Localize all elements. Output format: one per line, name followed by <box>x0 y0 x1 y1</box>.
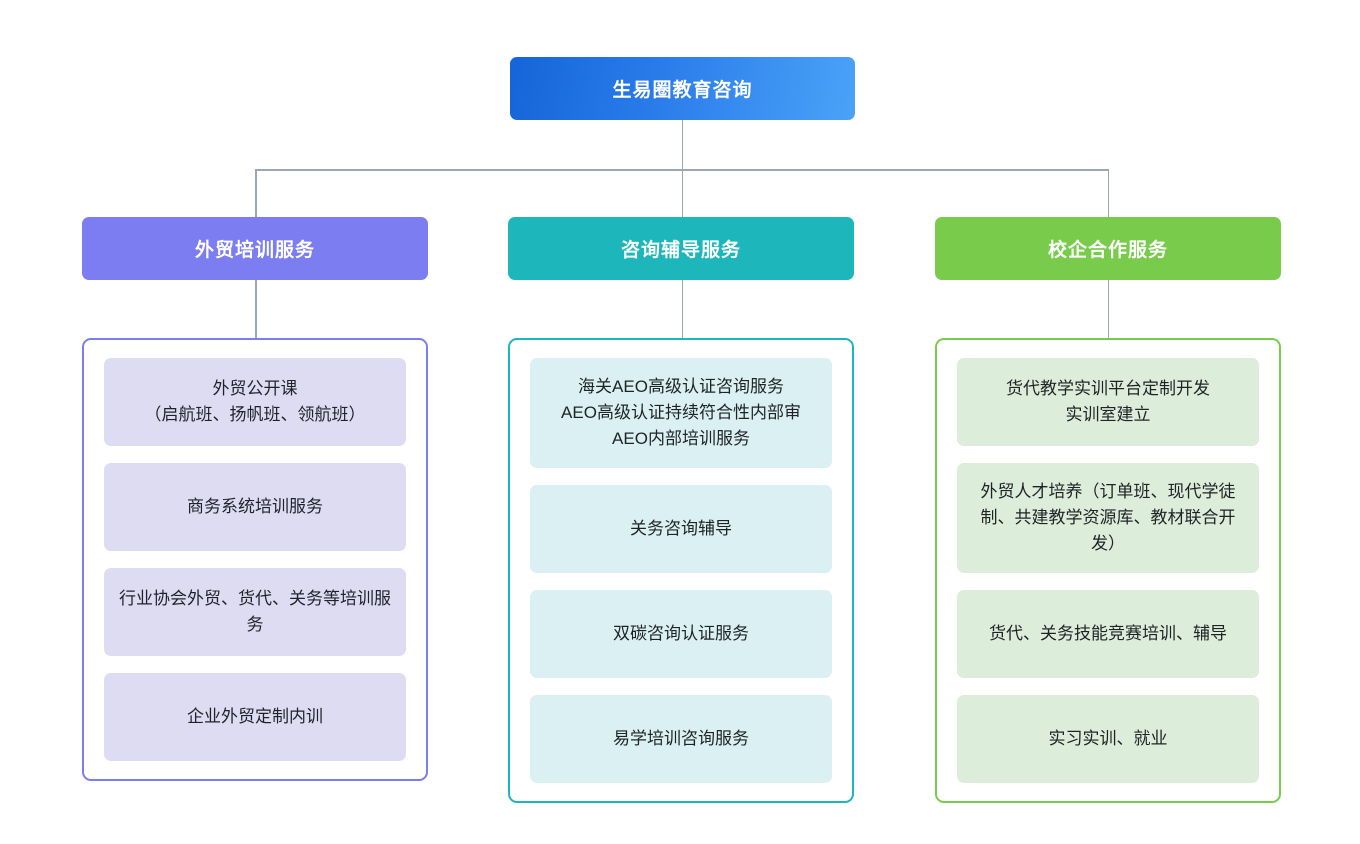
service-card[interactable]: 易学培训咨询服务 <box>530 695 832 783</box>
branch-column-xiaoqi-hezuo: 校企合作服务 货代教学实训平台定制开发 实训室建立 外贸人才培养（订单班、现代学… <box>935 217 1281 803</box>
root-node[interactable]: 生易圈教育咨询 <box>510 57 855 120</box>
service-card[interactable]: 外贸公开课 （启航班、扬帆班、领航班） <box>104 358 406 446</box>
branch-header-waimao-peixun[interactable]: 外贸培训服务 <box>82 217 428 280</box>
root-node-label: 生易圈教育咨询 <box>612 80 753 101</box>
branch-body-zixun-fudao: 海关AEO高级认证咨询服务 AEO高级认证持续符合性内部审 AEO内部培训服务 … <box>508 338 854 803</box>
branch-header-zixun-fudao[interactable]: 咨询辅导服务 <box>508 217 854 280</box>
branch-body-xiaoqi-hezuo: 货代教学实训平台定制开发 实训室建立 外贸人才培养（订单班、现代学徒制、共建教学… <box>935 338 1281 803</box>
branch-gap <box>508 280 854 338</box>
service-card[interactable]: 外贸人才培养（订单班、现代学徒制、共建教学资源库、教材联合开发） <box>957 463 1259 573</box>
branch-body-waimao-peixun: 外贸公开课 （启航班、扬帆班、领航班） 商务系统培训服务 行业协会外贸、货代、关… <box>82 338 428 781</box>
service-card[interactable]: 双碳咨询认证服务 <box>530 590 832 678</box>
service-card[interactable]: 海关AEO高级认证咨询服务 AEO高级认证持续符合性内部审 AEO内部培训服务 <box>530 358 832 468</box>
branch-header-xiaoqi-hezuo[interactable]: 校企合作服务 <box>935 217 1281 280</box>
branch-gap <box>935 280 1281 338</box>
branch-column-zixun-fudao: 咨询辅导服务 海关AEO高级认证咨询服务 AEO高级认证持续符合性内部审 AEO… <box>508 217 854 803</box>
connector-root-stem <box>681 120 684 170</box>
service-card[interactable]: 行业协会外贸、货代、关务等培训服务 <box>104 568 406 656</box>
connector-to-branch-2 <box>1107 169 1110 218</box>
service-card[interactable]: 实习实训、就业 <box>957 695 1259 783</box>
branch-column-waimao-peixun: 外贸培训服务 外贸公开课 （启航班、扬帆班、领航班） 商务系统培训服务 行业协会… <box>82 217 428 781</box>
branch-gap <box>82 280 428 338</box>
service-card[interactable]: 货代、关务技能竞赛培训、辅导 <box>957 590 1259 678</box>
service-card[interactable]: 货代教学实训平台定制开发 实训室建立 <box>957 358 1259 446</box>
connector-to-branch-0 <box>255 169 257 218</box>
connector-branch-1-body <box>681 280 684 338</box>
branch-header-label: 咨询辅导服务 <box>620 240 741 261</box>
service-card[interactable]: 商务系统培训服务 <box>104 463 406 551</box>
service-card[interactable]: 企业外贸定制内训 <box>104 673 406 761</box>
connector-branch-0-body <box>255 280 257 338</box>
connector-branch-2-body <box>1107 280 1110 338</box>
branch-header-label: 校企合作服务 <box>1047 240 1168 261</box>
connector-to-branch-1 <box>681 169 684 218</box>
branch-header-label: 外贸培训服务 <box>194 240 315 261</box>
service-card[interactable]: 关务咨询辅导 <box>530 485 832 573</box>
